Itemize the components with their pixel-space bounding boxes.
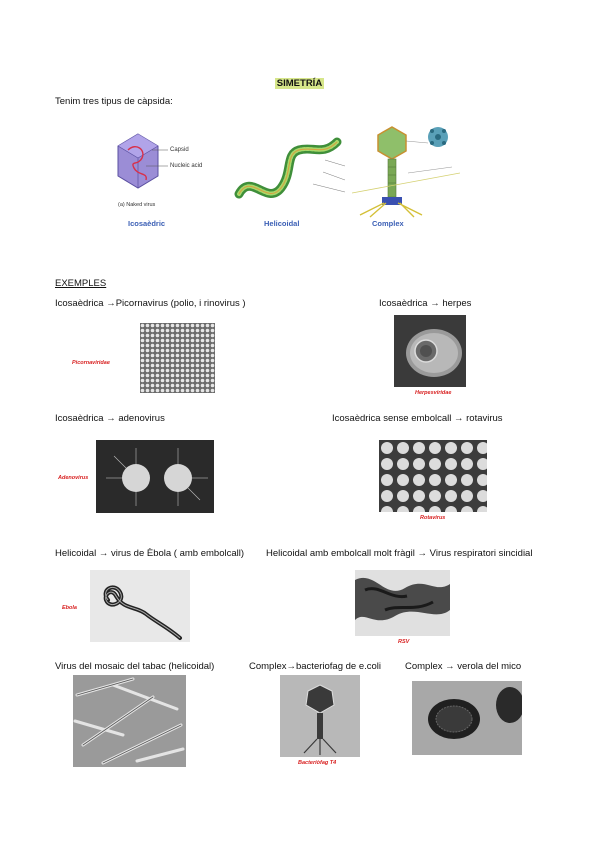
herpes-micrograph <box>394 315 466 387</box>
icosahedral-caption: Icosaèdric <box>128 219 166 228</box>
icosahedral-diagram <box>112 128 222 218</box>
monkeypox-micrograph <box>412 681 522 755</box>
helical-diagram <box>233 132 351 214</box>
helical-caption: Helicoidal <box>264 219 300 228</box>
adenovirus-micrograph <box>96 440 214 513</box>
intro-text: Tenim tres tipus de càpsida: <box>55 96 173 107</box>
naked-virus-label: (a) Naked virus <box>118 202 156 208</box>
complex-diagram <box>352 123 460 218</box>
example-rsv-text: Helicoidal amb embolcall molt fràgil → V… <box>266 548 533 559</box>
example-ebola-text: Helicoidal → virus de Èbola ( amb embolc… <box>55 548 245 559</box>
rsv-micrograph <box>355 570 450 636</box>
picornavirus-micrograph <box>140 323 215 393</box>
t4-label: Bacteriòfag T4 <box>298 760 337 766</box>
ebola-label: Ebola <box>62 605 77 611</box>
capsid-label: Capsid <box>170 147 189 153</box>
adenovirus-label: Adenovirus <box>58 475 89 481</box>
example-t4-text: Complex→bacteriofag de e.coli <box>249 661 382 672</box>
example-monkeypox-text: Complex → verola del mico <box>405 661 522 672</box>
picornavirus-label: Picornaviridae <box>72 360 110 366</box>
tobacco-micrograph <box>73 675 186 767</box>
complex-caption: Complex <box>372 219 404 228</box>
example-tobacco-text: Virus del mosaic del tabac (helicoidal) <box>55 661 215 672</box>
page-title: SIMETRÍA <box>274 78 325 89</box>
example-adenovirus-text: Icosaèdrica → adenovirus <box>55 413 165 424</box>
herpes-label: Herpesviridae <box>415 390 452 396</box>
ebola-micrograph <box>90 570 190 642</box>
examples-heading: EXEMPLES <box>55 278 107 289</box>
example-rotavirus-text: Icosaèdrica sense embolcall → rotavirus <box>332 413 503 424</box>
rsv-label: RSV <box>398 639 410 645</box>
rotavirus-label: Rotavirus <box>420 515 446 521</box>
example-picornavirus-text: Icosaèdrica →Picornavirus (polio, i rino… <box>55 298 246 309</box>
example-herpes-text: Icosaèdrica → herpes <box>379 298 472 309</box>
nucleic-acid-label: Nucleic acid <box>170 163 203 169</box>
t4-micrograph <box>280 675 360 757</box>
rotavirus-micrograph <box>379 440 487 512</box>
